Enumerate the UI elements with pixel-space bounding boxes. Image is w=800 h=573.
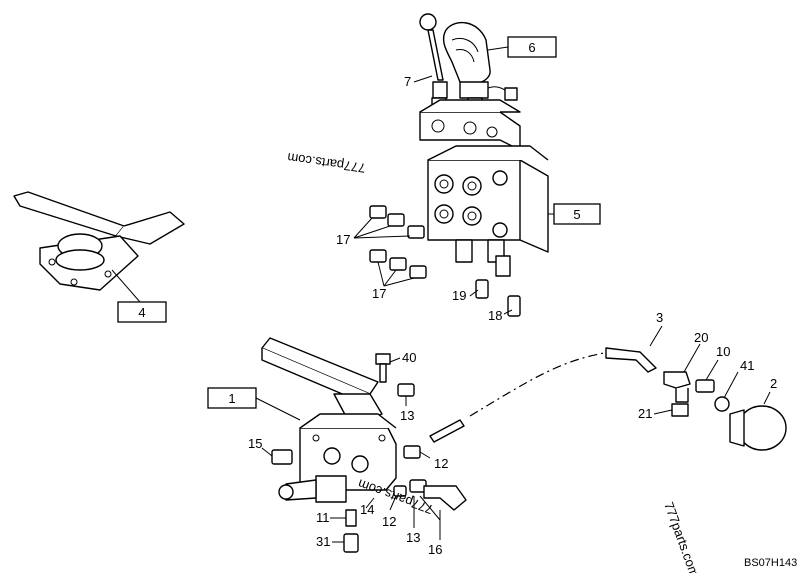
callout-box-4: 4: [111, 269, 167, 323]
callout-10: 10: [705, 344, 730, 381]
callout-40: 40: [389, 350, 416, 365]
svg-text:2: 2: [770, 376, 777, 391]
callout-41: 41: [723, 358, 754, 399]
svg-text:16: 16: [428, 542, 442, 557]
callout-15: 15: [248, 436, 273, 457]
callout-12b: 12: [382, 495, 396, 529]
svg-text:12: 12: [382, 514, 396, 529]
callout-12a: 12: [419, 451, 448, 471]
svg-text:31: 31: [316, 534, 330, 549]
svg-text:19: 19: [452, 288, 466, 303]
callout-17a: 17: [336, 217, 411, 247]
callout-box-1: 1: [207, 387, 301, 421]
hose-fitting-3: [605, 347, 657, 373]
svg-text:20: 20: [694, 330, 708, 345]
fittings-17: [369, 205, 427, 279]
callout-31: 31: [316, 534, 344, 549]
foot-pedal-assembly: [13, 191, 185, 291]
reference-code: BS07H143: [744, 557, 797, 569]
svg-text:4: 4: [138, 305, 145, 320]
watermark-top: 777parts.com: [286, 150, 366, 176]
callout-21: 21: [638, 406, 673, 421]
callout-13a: 13: [400, 396, 414, 423]
callout-box-5: 5: [548, 203, 601, 225]
hose-centerline: [469, 351, 611, 417]
svg-text:3: 3: [656, 310, 663, 325]
svg-text:1: 1: [228, 391, 235, 406]
svg-text:6: 6: [528, 40, 535, 55]
svg-text:41: 41: [740, 358, 754, 373]
svg-text:7: 7: [404, 74, 411, 89]
svg-text:5: 5: [573, 207, 580, 222]
svg-text:17: 17: [336, 232, 350, 247]
accumulator-assembly: [663, 371, 787, 451]
svg-text:21: 21: [638, 406, 652, 421]
callout-19: 19: [452, 288, 479, 303]
callout-20: 20: [683, 330, 708, 373]
svg-text:13: 13: [406, 530, 420, 545]
svg-text:18: 18: [488, 308, 502, 323]
callout-14: 14: [360, 497, 374, 517]
svg-text:11: 11: [316, 510, 330, 525]
callout-7: 7: [404, 74, 433, 89]
callout-13b: 13: [406, 496, 420, 545]
brake-valve-assembly: [261, 337, 467, 553]
callout-3: 3: [649, 310, 663, 347]
control-valve-assembly: [419, 13, 549, 277]
callout-18: 18: [488, 308, 513, 323]
callout-11: 11: [316, 510, 346, 525]
svg-text:14: 14: [360, 502, 374, 517]
callout-16: 16: [428, 510, 442, 557]
svg-text:40: 40: [402, 350, 416, 365]
callout-2: 2: [763, 376, 777, 405]
svg-text:12: 12: [434, 456, 448, 471]
callout-box-6: 6: [487, 36, 557, 58]
svg-text:10: 10: [716, 344, 730, 359]
svg-text:15: 15: [248, 436, 262, 451]
watermark-bottom: 777parts.com: [661, 500, 702, 573]
callout-17b: 17: [372, 261, 415, 301]
svg-text:17: 17: [372, 286, 386, 301]
svg-text:13: 13: [400, 408, 414, 423]
